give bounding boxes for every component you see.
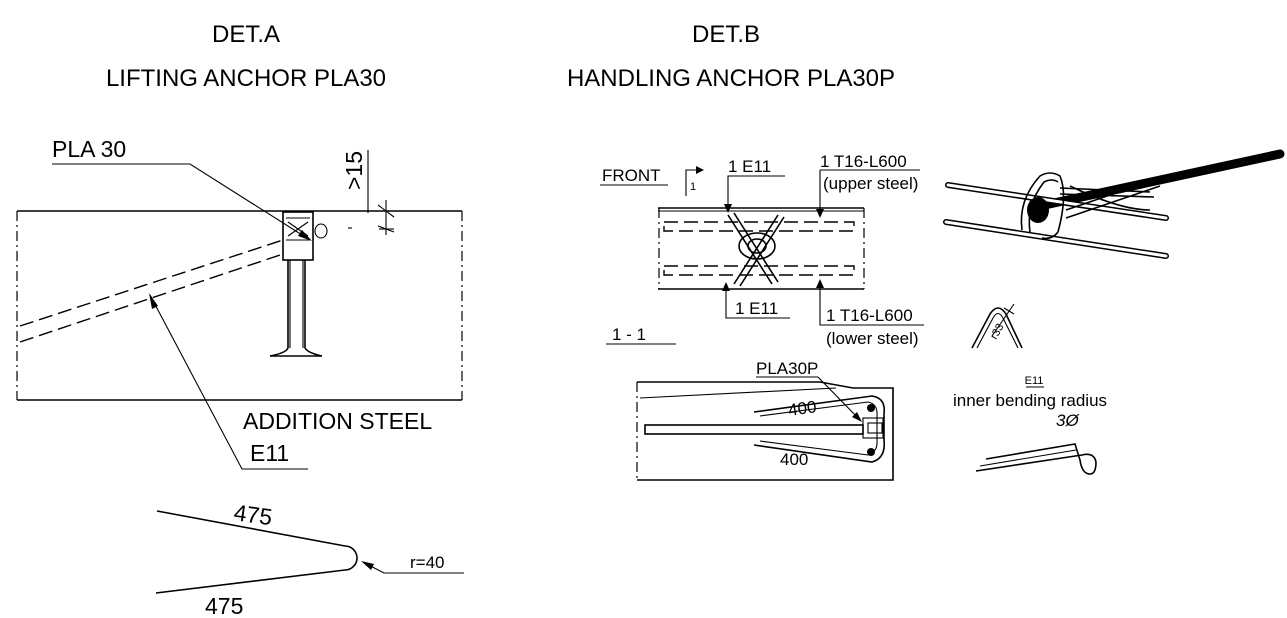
- section-1-1: 1 - 1 PLA30P 400 400: [606, 325, 894, 481]
- e11-title: E11: [1025, 375, 1044, 387]
- e11-bent-bar: 475 475 r=40: [155, 499, 464, 618]
- cover-dimension-text: >15: [341, 151, 367, 190]
- leg-lower-length: 475: [205, 593, 243, 618]
- detail-b: DET.B HANDLING ANCHOR PLA30P FRONT 1: [567, 21, 1285, 481]
- e11-top-label: 1 E11: [728, 157, 771, 176]
- upper-steel-note: (upper steel): [823, 174, 918, 193]
- e11-label: E11: [250, 440, 289, 466]
- anchor-3d-illustration: [943, 149, 1285, 259]
- detail-a: DET.A LIFTING ANCHOR PLA30 PLA 30: [16, 21, 464, 618]
- cover-dimension: >15: [341, 150, 395, 235]
- upper-bar-label: 1 T16-L600: [820, 152, 907, 171]
- e11-bottom-label: 1 E11: [735, 299, 778, 318]
- pla30-leader: PLA 30: [52, 136, 312, 241]
- leg-upper-length: 475: [232, 499, 274, 530]
- e11-leader: ADDITION STEEL E11: [149, 293, 432, 470]
- leg-upper-400: 400: [787, 397, 818, 420]
- detail-b-heading: DET.B: [692, 21, 760, 48]
- bend-note: inner bending radius: [953, 391, 1107, 410]
- front-label: FRONT: [602, 166, 661, 185]
- lower-bar-label: 1 T16-L600: [826, 306, 913, 325]
- section-mark: 1: [690, 181, 696, 193]
- radius-label: r=40: [410, 553, 445, 572]
- addition-steel-label: ADDITION STEEL: [243, 408, 432, 434]
- lifting-anchor-shape: [269, 211, 328, 357]
- addition-steel-bar: [19, 239, 284, 343]
- pla30p-label: PLA30P: [756, 359, 818, 378]
- detail-a-title: LIFTING ANCHOR PLA30: [106, 65, 386, 92]
- pla30-label: PLA 30: [52, 136, 126, 162]
- small-bend-detail: r33: [971, 303, 1023, 349]
- detail-b-title: HANDLING ANCHOR PLA30P: [567, 65, 895, 92]
- front-view: FRONT 1 1 E11 1: [600, 152, 924, 348]
- bend-value: 3Ø: [1056, 411, 1080, 430]
- e11-bending-note: E11 inner bending radius 3Ø: [953, 375, 1107, 475]
- leg-lower-400: 400: [780, 450, 808, 469]
- small-radius-label: r33: [988, 322, 1006, 342]
- lower-steel-note: (lower steel): [826, 329, 919, 348]
- section-label: 1 - 1: [612, 325, 646, 344]
- detail-a-heading: DET.A: [212, 21, 280, 48]
